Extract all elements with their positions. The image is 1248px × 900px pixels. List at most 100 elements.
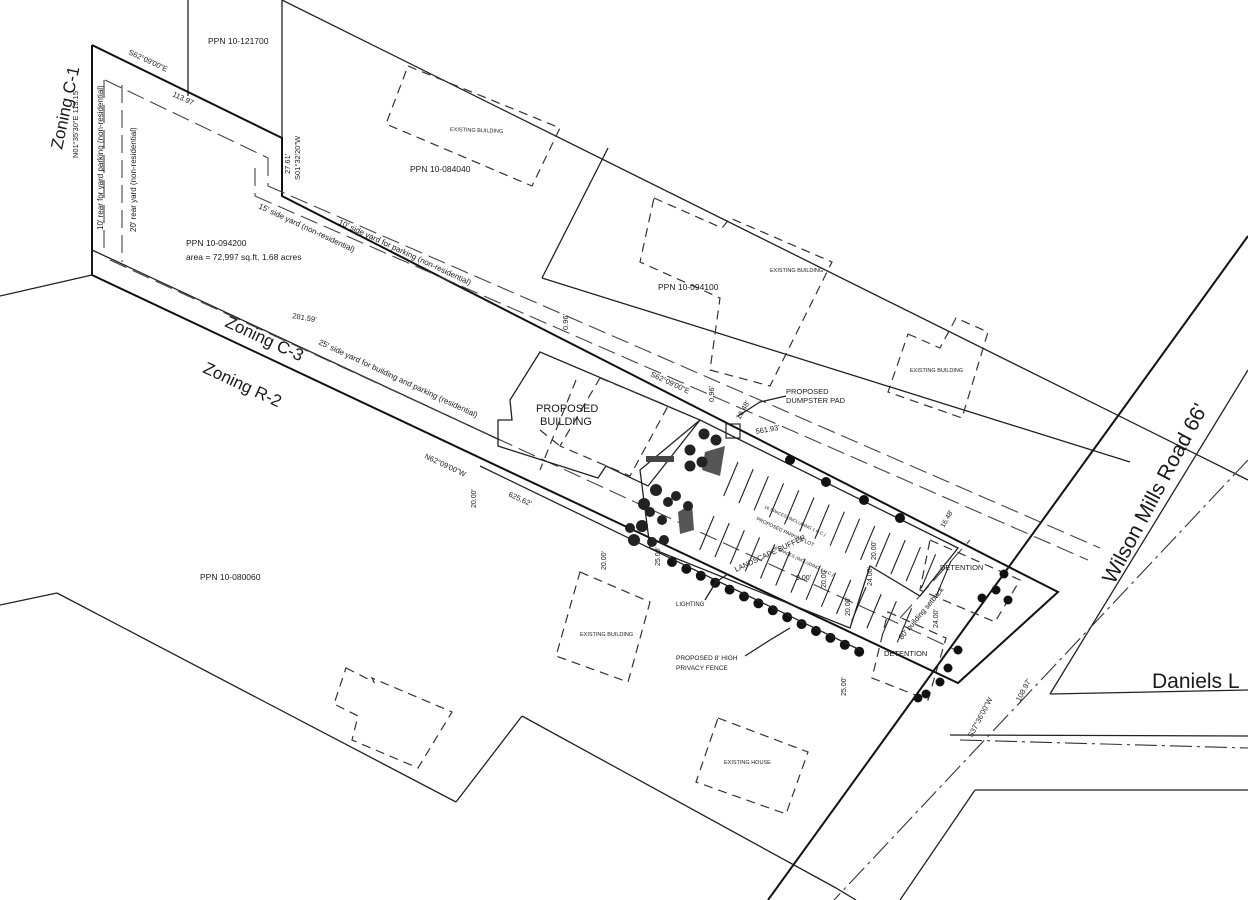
- setback-labels: 10' rear for yard parking (non-residenti…: [96, 85, 946, 641]
- parking-stripe: [768, 483, 785, 518]
- tree-icon: [698, 428, 710, 440]
- dim-281-59: 281.59': [292, 311, 318, 324]
- ppn-080060-label: PPN 10-080060: [200, 572, 261, 582]
- shrub-icon: [859, 495, 869, 505]
- fence-label-1: PROPOSED 8' HIGH: [676, 655, 738, 662]
- tree-icon: [638, 498, 650, 510]
- dim-n01-left: N01°35'30"E 113.15': [71, 89, 80, 158]
- proposed-parking-lot: [639, 419, 960, 643]
- shrub-icon: [943, 663, 953, 673]
- tree-icon: [671, 491, 681, 501]
- tree-icon: [696, 456, 708, 468]
- parking-stripe: [875, 532, 891, 568]
- dim-16-48-b: 16.48': [940, 509, 955, 529]
- dim-27-61: 27.61': [283, 153, 292, 174]
- parking-stripe: [805, 565, 821, 600]
- shrub-icon: [935, 677, 945, 687]
- ppn-094100-label: PPN 10-094100: [658, 282, 719, 292]
- shrub-icon: [695, 570, 706, 581]
- existing-building-label-4: EXISTING BUILDING: [580, 632, 633, 638]
- dim-s01: S01°32'20"W: [293, 135, 302, 180]
- parking-stripe: [775, 551, 791, 586]
- building-labels: EXISTING BUILDING EXISTING BUILDING EXIS…: [450, 127, 983, 766]
- wilson-mills-road-label: Wilson Mills Road 66': [1098, 400, 1212, 587]
- dim-561-93: 561.93': [755, 423, 781, 436]
- dim-16-48-a: 16.48': [734, 399, 752, 421]
- parking-stripe: [905, 546, 921, 582]
- dim-108-97: 108.97': [1014, 677, 1034, 703]
- fence-label-2: PRIVACY FENCE: [676, 665, 728, 672]
- dim-625-62: 625.62': [507, 490, 533, 509]
- tree-icon: [684, 460, 696, 472]
- zoning-r2-label: Zoning R-2: [200, 358, 284, 411]
- tree-icon: [683, 501, 693, 511]
- rear-yard-10-label: 10' rear for yard parking (non-residenti…: [96, 85, 105, 230]
- parking-stripe: [896, 608, 913, 643]
- parking-stripe: [723, 461, 739, 497]
- landscape-trees: [625, 428, 1013, 703]
- shrub-icon: [999, 569, 1009, 579]
- shrub-icon: [739, 591, 749, 602]
- subject-parcel-boundary: [91, 44, 1060, 685]
- parking-stripe: [836, 579, 852, 615]
- dim-20-a: 20.00': [471, 489, 478, 508]
- road-labels: Wilson Mills Road 66' Daniels L: [1098, 400, 1239, 693]
- dim-24-b: 24.00': [933, 609, 940, 628]
- dim-20-c: 20.00': [871, 541, 878, 560]
- shrub-icon: [796, 619, 807, 630]
- shrub-icon: [854, 646, 865, 657]
- side-yard-10-label: 10' side yard for parking (non-residenti…: [337, 218, 473, 288]
- fence-and-leaders: [479, 395, 861, 657]
- tree-icon: [636, 520, 648, 532]
- shrub-icon: [753, 598, 764, 609]
- proposed-building: [497, 351, 702, 487]
- parking-stripe: [714, 522, 730, 558]
- side-yard-25-label: 25' side yard for building and parking (…: [317, 338, 479, 420]
- shrub-icon: [953, 645, 963, 655]
- shrub-icon: [681, 563, 692, 574]
- tree-icon: [659, 535, 669, 545]
- shrub-icon: [913, 693, 923, 703]
- parking-stripe: [860, 525, 876, 561]
- existing-house-label: EXISTING HOUSE: [724, 760, 771, 766]
- parking-stripe: [814, 504, 830, 539]
- shrub-icon: [991, 585, 1001, 595]
- dim-20-d: 20.00': [821, 569, 828, 588]
- parking-stripe: [829, 511, 845, 546]
- dim-0-96-b: 0.96': [707, 385, 716, 402]
- shrub-icon: [839, 639, 850, 650]
- tree-icon: [657, 515, 667, 525]
- tree-icon: [625, 523, 635, 533]
- parking-stripe: [729, 529, 745, 565]
- parking-stripe: [799, 497, 815, 532]
- dim-s37: S37°36'00"W: [966, 695, 995, 739]
- detention-label-1: DETENTION: [940, 563, 983, 572]
- dim-25-a: 25.00': [655, 547, 662, 566]
- dim-n62: N62°09'00"W: [423, 452, 468, 479]
- shrub-icon: [811, 626, 821, 636]
- parking-stripe: [753, 475, 769, 511]
- parking-stripe: [920, 554, 937, 589]
- ppn-084040-label: PPN 10-084040: [410, 164, 471, 174]
- parking-stripe: [790, 558, 806, 593]
- existing-buildings: [333, 65, 989, 815]
- existing-building-label-2: EXISTING BUILDING: [770, 268, 823, 274]
- parking-stripe: [744, 537, 761, 572]
- tree-icon: [645, 507, 655, 517]
- tree-icon: [650, 484, 662, 496]
- parking-stripe: [699, 515, 715, 551]
- parcel-labels: PPN 10-121700 PPN 10-084040 PPN 10-09420…: [186, 36, 719, 582]
- dimension-labels: S62°09'00"E 113.97 N01°35'30"E 113.15' 2…: [71, 48, 1033, 739]
- parking-stripe: [936, 561, 952, 596]
- detention-areas: [871, 539, 1021, 701]
- dumpster-label-1: PROPOSED: [786, 387, 829, 396]
- shrub-icon: [724, 584, 735, 595]
- dim-s62-mid: S62°09'00"E: [649, 370, 691, 396]
- parking-stripe: [784, 490, 800, 525]
- tree-icon: [663, 497, 673, 507]
- dim-s62-top: S62°09'00"E: [127, 48, 169, 74]
- shrub-icon: [782, 612, 793, 623]
- existing-building-label-1: EXISTING BUILDING: [450, 127, 503, 135]
